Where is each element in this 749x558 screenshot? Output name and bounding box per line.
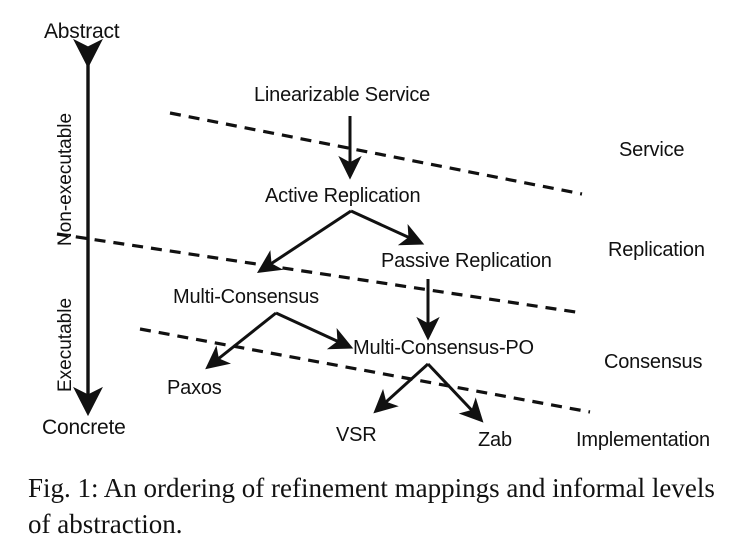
service-replication-divider	[169, 111, 583, 196]
edge-active-replication-to-passive-replication	[350, 209, 425, 246]
node-active-replication[interactable]: Active Replication	[265, 185, 421, 207]
level-label-implementation: Implementation	[576, 429, 710, 451]
edge-multi-consensus-po-to-zab	[426, 362, 484, 423]
diagram-canvas	[56, 38, 591, 423]
level-label-consensus: Consensus	[604, 351, 703, 373]
consensus-implementation-divider	[139, 327, 591, 414]
axis-region-label-non-executable: Non-executable	[55, 112, 76, 246]
node-multi-consensus[interactable]: Multi-Consensus	[173, 286, 319, 308]
edge-multi-consensus-to-paxos	[205, 311, 277, 370]
node-linearizable-service[interactable]: Linearizable Service	[254, 84, 431, 106]
axis-region-label-executable: Executable	[55, 297, 76, 392]
figure-caption: Fig. 1: An ordering of refinement mappin…	[28, 473, 715, 539]
level-label-replication: Replication	[608, 239, 705, 261]
node-zab[interactable]: Zab	[478, 429, 512, 451]
axis-top-label: Abstract	[44, 20, 120, 43]
node-multi-consensus-po[interactable]: Multi-Consensus-PO	[353, 337, 534, 359]
edge-multi-consensus-po-to-vsr	[373, 362, 430, 414]
edge-multi-consensus-to-multi-consensus-po	[275, 311, 354, 350]
node-paxos[interactable]: Paxos	[167, 377, 222, 399]
node-passive-replication[interactable]: Passive Replication	[381, 250, 552, 272]
level-label-service: Service	[619, 139, 685, 161]
node-vsr[interactable]: VSR	[336, 424, 377, 446]
axis-bottom-label: Concrete	[42, 416, 126, 439]
replication-consensus-divider	[56, 232, 583, 315]
edge-active-replication-to-multi-consensus	[256, 209, 352, 273]
